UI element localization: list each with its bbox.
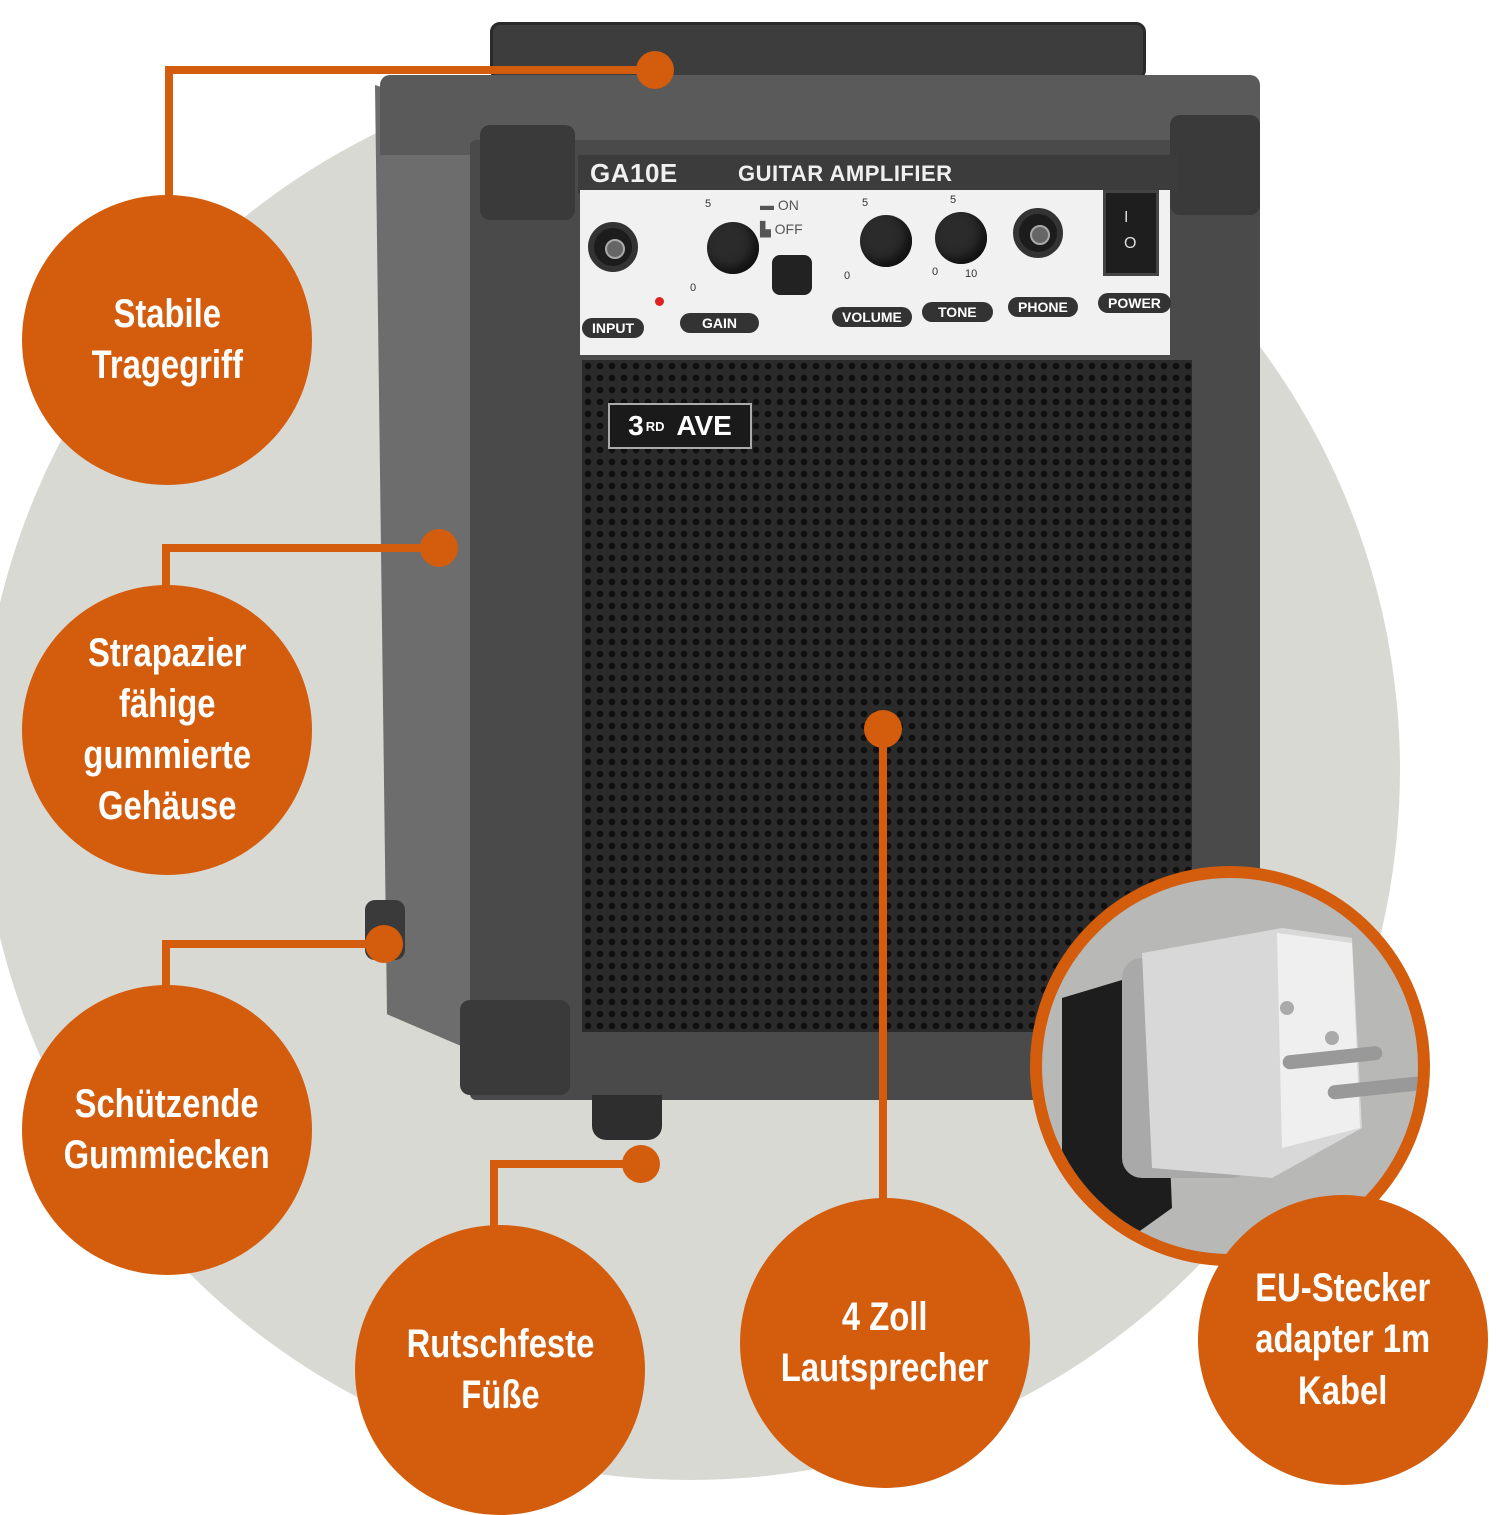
switch-on-text: ON [777, 197, 799, 213]
callout-speaker-line-2: Lautsprecher [781, 1346, 989, 1390]
gain-scale-mid: 5 [705, 198, 712, 210]
callout-line-handle-v [165, 66, 173, 206]
callout-line-housing-h [162, 544, 442, 552]
eu-plug-adapter-icon [1062, 928, 1418, 1254]
amp-type-label: GUITAR AMPLIFIER [738, 161, 953, 186]
switch-off-text: OFF [774, 221, 803, 237]
callout-line-housing-v [162, 544, 170, 604]
callout-handle-line-1: Stabile [113, 291, 221, 336]
brand-badge-number: 3 [628, 410, 644, 441]
tone-scale-mid: 5 [950, 194, 957, 206]
power-off-symbol: O [1124, 235, 1137, 252]
corner-protector-top-right [1170, 115, 1260, 215]
control-panel [580, 190, 1170, 355]
phone-jack[interactable] [1013, 208, 1063, 258]
tone-knob[interactable] [935, 212, 987, 264]
callout-housing-line-4: Gehäuse [97, 784, 237, 829]
input-label: INPUT [582, 318, 644, 338]
callout-dot-corners [365, 925, 403, 963]
callout-plug-line-2: adapter 1m [1255, 1317, 1431, 1362]
model-label: GA10E [590, 158, 678, 188]
tone-scale-max: 10 [965, 268, 978, 280]
callout-handle-line-2: Tragegriff [91, 343, 243, 387]
tone-label: TONE [922, 302, 993, 322]
callout-line-corners-h [162, 940, 382, 948]
gain-knob[interactable] [707, 222, 759, 274]
volume-label: VOLUME [832, 307, 912, 327]
corner-protector-top-left [480, 125, 575, 220]
corner-protector-bottom-left [460, 1000, 570, 1095]
callout-dot-feet [622, 1145, 660, 1183]
brand-badge-superscript: RD [645, 418, 665, 434]
phone-label: PHONE [1008, 297, 1078, 317]
gain-label: GAIN [680, 313, 759, 333]
callout-corners-line-1: Schützende [74, 1081, 260, 1126]
rubber-foot [592, 1095, 662, 1140]
power-label: POWER [1098, 293, 1171, 313]
callout-housing-line-1: Strapazier [87, 630, 247, 675]
plug-inset [1030, 866, 1430, 1266]
callout-corners-line-2: Gummiecken [64, 1133, 270, 1177]
callout-plug-line-3: Kabel [1298, 1368, 1388, 1413]
volume-scale-mid: 5 [862, 197, 869, 209]
gain-switch-button[interactable] [772, 255, 812, 295]
callout-housing-line-2: fähige [118, 681, 216, 726]
callout-line-handle-h [165, 66, 655, 74]
power-on-symbol: I [1124, 209, 1129, 226]
callout-speaker-line-1: 4 Zoll [842, 1294, 928, 1339]
speaker-grille [582, 360, 1192, 1032]
tone-scale-min: 0 [932, 266, 939, 278]
switch-off-label: ▙ OFF [760, 221, 803, 237]
brand-badge-text: AVE [676, 410, 732, 441]
callout-bubble-plug: EU-Stecker adapter 1m Kabel [1198, 1195, 1488, 1485]
volume-scale-min: 0 [844, 270, 851, 282]
gain-scale-min: 0 [690, 282, 697, 294]
callout-dot-speaker [864, 710, 902, 748]
volume-knob[interactable] [860, 215, 912, 267]
callout-feet-line-2: Füße [460, 1373, 540, 1417]
power-led [655, 297, 664, 306]
callout-line-feet-v [490, 1160, 498, 1255]
panel-header [578, 155, 1178, 193]
input-jack[interactable] [588, 222, 638, 272]
callout-line-corners-v [162, 940, 170, 1000]
power-switch[interactable]: I O [1103, 190, 1159, 276]
callout-plug-line-1: EU-Stecker [1255, 1266, 1431, 1311]
callout-dot-handle [636, 51, 674, 89]
callout-dot-housing [420, 529, 458, 567]
callout-housing-line-3: gummierte [83, 733, 251, 777]
callout-line-speaker-v [879, 725, 887, 1225]
callout-feet-line-1: Rutschfeste [406, 1321, 594, 1366]
switch-on-label: ▬ ON [760, 197, 799, 213]
callout-line-feet-h [490, 1160, 640, 1168]
